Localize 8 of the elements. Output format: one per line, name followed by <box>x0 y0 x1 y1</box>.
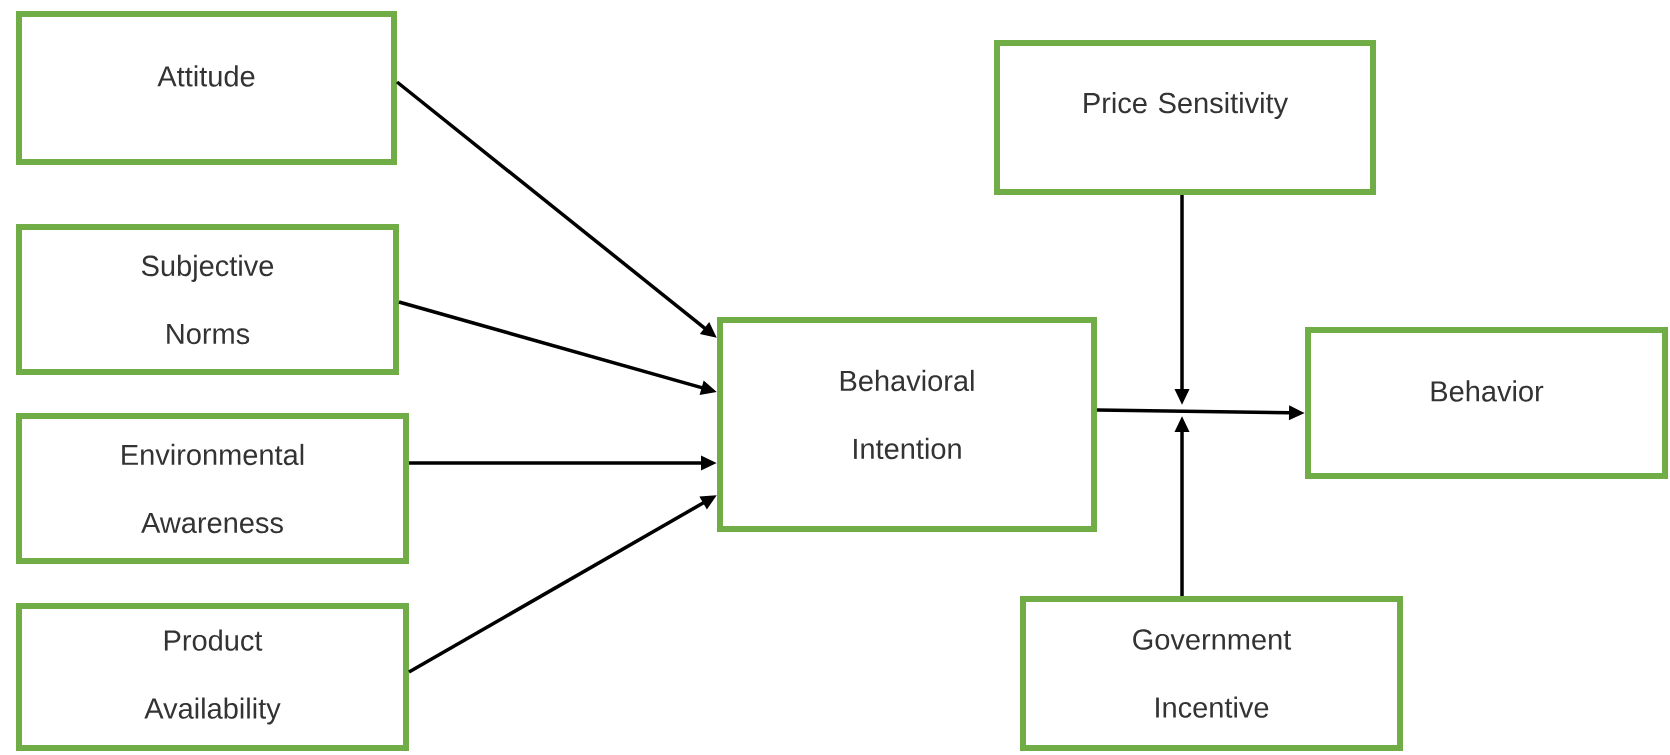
concept-box: Subjective Norms <box>16 224 399 375</box>
concept-box: Product Availability <box>16 603 409 751</box>
concept-box: Price Sensitivity <box>994 40 1376 195</box>
concept-box: Environmental Awareness <box>16 413 409 564</box>
concept-box: Government Incentive <box>1020 596 1403 751</box>
concept-box: Behavioral Intention <box>717 317 1097 532</box>
concept-box: Attitude <box>16 11 397 165</box>
concept-box: Behavior <box>1305 327 1668 479</box>
